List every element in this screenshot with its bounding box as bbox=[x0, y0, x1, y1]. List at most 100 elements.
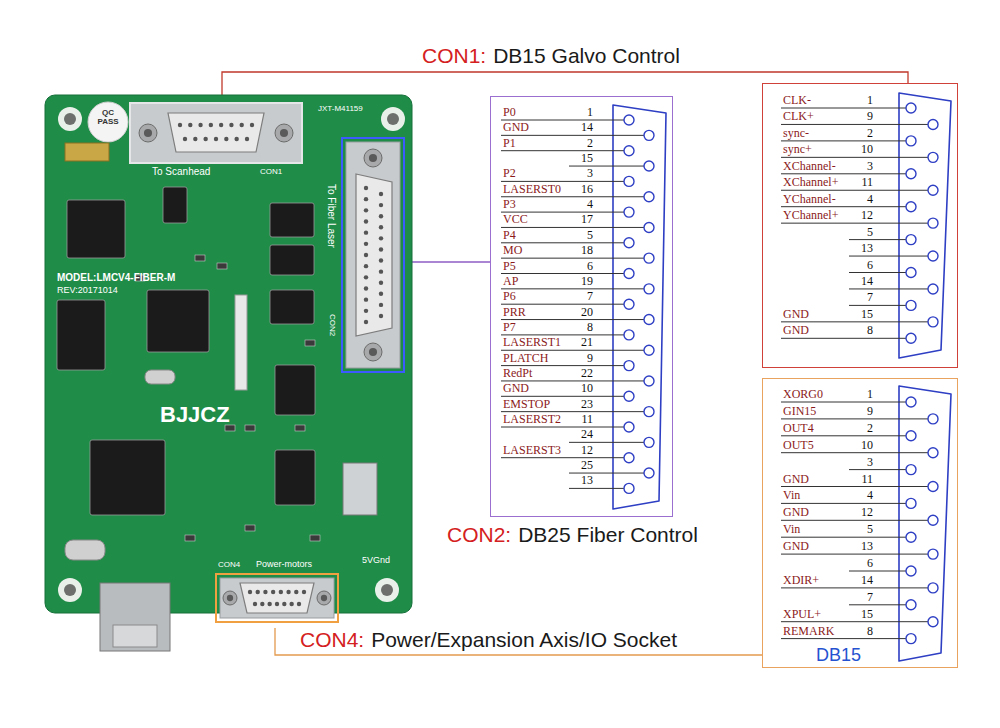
pin-wire bbox=[849, 272, 906, 273]
pin-contact bbox=[624, 422, 634, 432]
pin-number: 8 bbox=[867, 625, 873, 638]
pin-contact bbox=[644, 468, 654, 478]
pin-contact bbox=[906, 431, 916, 441]
board-model: MODEL:LMCV4-FIBER-M bbox=[57, 272, 175, 284]
pin-contact bbox=[906, 136, 916, 146]
mounting-hole-center bbox=[64, 584, 76, 596]
d-sub-outline bbox=[899, 93, 951, 358]
pin-wire bbox=[781, 520, 928, 521]
resistor-network bbox=[235, 295, 247, 390]
pin-hole bbox=[188, 123, 192, 127]
signal-name: MO bbox=[503, 244, 522, 257]
pin-wire bbox=[501, 135, 644, 136]
pin-hole bbox=[364, 309, 368, 313]
highlight-frame bbox=[130, 103, 302, 163]
pin-contact bbox=[906, 169, 916, 179]
pin-contact bbox=[906, 397, 916, 407]
smd-part bbox=[217, 263, 227, 269]
leader-line bbox=[275, 628, 762, 655]
scanhead-connector: To ScanheadCON1 bbox=[128, 100, 304, 182]
pin-hole bbox=[379, 269, 383, 273]
connector-silkscreen: Power-motors bbox=[256, 559, 312, 569]
pin-number: 13 bbox=[861, 242, 873, 255]
pin-number: 12 bbox=[861, 209, 873, 222]
pin-number: 1 bbox=[867, 94, 873, 107]
signal-name: CLK+ bbox=[783, 110, 814, 123]
pin-hole bbox=[379, 192, 383, 196]
smd-part bbox=[310, 535, 320, 541]
usb-connector-face bbox=[113, 625, 157, 647]
pin-contact bbox=[928, 119, 938, 129]
pin-contact bbox=[928, 317, 938, 327]
signal-name: Vin bbox=[783, 489, 800, 502]
board-revision: REV:20171014 bbox=[57, 285, 118, 295]
pin-wire bbox=[501, 427, 624, 428]
connector-type: DB15 bbox=[816, 645, 861, 665]
pin-hole bbox=[214, 137, 218, 141]
screw-hole bbox=[144, 129, 152, 137]
pin-number: 7 bbox=[867, 291, 873, 304]
pin-hole bbox=[275, 602, 279, 606]
signal-name: P7 bbox=[503, 321, 516, 334]
pin-number: 13 bbox=[581, 474, 593, 487]
pin-wire bbox=[849, 469, 906, 470]
pin-wire bbox=[501, 380, 644, 381]
ic-chip bbox=[57, 300, 105, 370]
pin-wire bbox=[781, 486, 928, 487]
mounting-hole bbox=[375, 578, 399, 602]
crystal bbox=[145, 370, 175, 384]
pin-hole bbox=[209, 123, 213, 127]
pin-contact bbox=[928, 414, 938, 424]
pin-hole bbox=[364, 286, 368, 290]
signal-name: PLATCH bbox=[503, 352, 548, 365]
pcb-board: QC PASSJXT-M41159MODEL:LMCV4-FIBER-MREV:… bbox=[45, 95, 412, 613]
pin-hole bbox=[379, 214, 383, 218]
ic-chip bbox=[275, 450, 315, 505]
pin-hole bbox=[364, 297, 368, 301]
pin-contact bbox=[624, 391, 634, 401]
pin-number: 24 bbox=[581, 428, 593, 441]
pin-hole bbox=[364, 219, 368, 223]
pin-hole bbox=[253, 602, 257, 606]
pin-contact bbox=[644, 345, 654, 355]
pin-number: 4 bbox=[867, 193, 873, 206]
signal-name: GND bbox=[783, 324, 809, 337]
signal-name: GND bbox=[783, 540, 809, 553]
pin-wire bbox=[781, 338, 906, 339]
pin-wire bbox=[501, 319, 644, 320]
pin-contact bbox=[644, 253, 654, 263]
smd-part bbox=[245, 525, 255, 531]
pin-wire bbox=[781, 503, 906, 504]
smd-part bbox=[245, 425, 255, 431]
d-sub-shell bbox=[168, 113, 264, 152]
pin-wire bbox=[781, 206, 906, 207]
pin-number: 5 bbox=[867, 523, 873, 536]
signal-name: LASERST1 bbox=[503, 336, 561, 349]
mounting-hole-center bbox=[381, 584, 393, 596]
ic-chip bbox=[90, 440, 165, 515]
signal-name: GND bbox=[783, 308, 809, 321]
pin-wire bbox=[501, 350, 644, 351]
pin-contact bbox=[644, 315, 654, 325]
pin-hole bbox=[260, 602, 264, 606]
pin-wire bbox=[501, 273, 624, 274]
pin-number: 23 bbox=[581, 398, 593, 411]
connector-silkscreen: To Fiber Laser bbox=[325, 184, 337, 248]
pin-number: 9 bbox=[587, 352, 593, 365]
pin-number: 5 bbox=[867, 226, 873, 239]
pin-hole bbox=[224, 137, 228, 141]
qc-sticker-text: QC PASS bbox=[94, 108, 122, 126]
smd-part bbox=[185, 535, 195, 541]
signal-name: RedPt bbox=[503, 367, 532, 380]
pin-contact bbox=[928, 549, 938, 559]
pin-number: 20 bbox=[581, 306, 593, 319]
pin-number: 4 bbox=[867, 489, 873, 502]
mounting-hole bbox=[381, 107, 405, 131]
pin-contact bbox=[644, 192, 654, 202]
pin-wire bbox=[781, 124, 928, 125]
pin-wire bbox=[849, 604, 906, 605]
pin-number: 13 bbox=[861, 540, 873, 553]
ic-chip bbox=[275, 365, 315, 415]
pin-contact bbox=[928, 448, 938, 458]
pin-hole bbox=[302, 590, 306, 594]
